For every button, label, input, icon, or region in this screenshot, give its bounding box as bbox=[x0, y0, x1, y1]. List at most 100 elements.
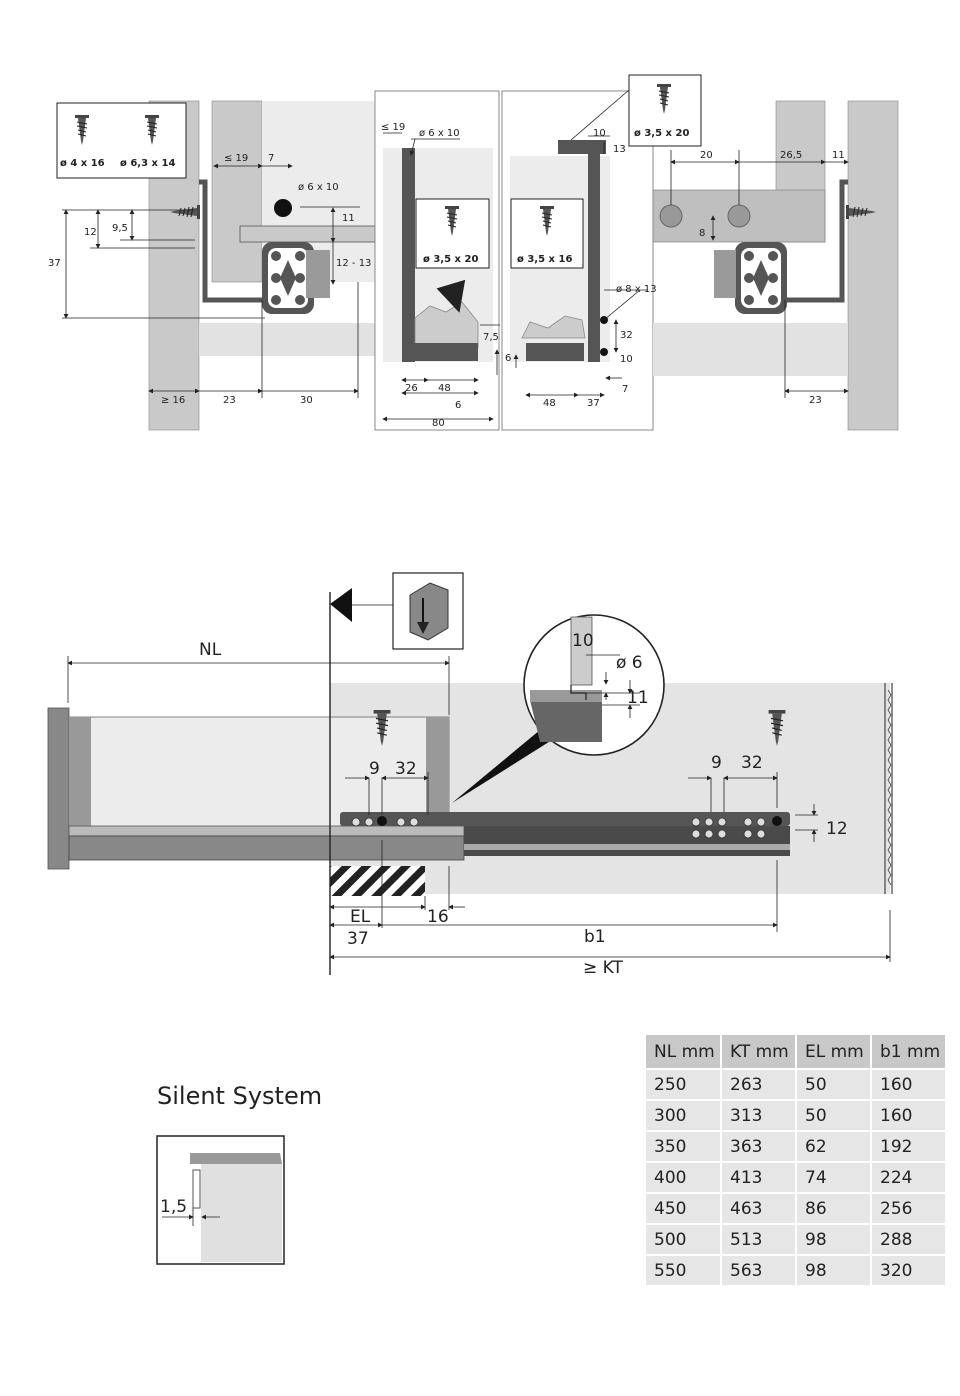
cell: 192 bbox=[871, 1131, 947, 1163]
side-dimensions bbox=[67, 654, 891, 962]
dim-7-left: 7 bbox=[268, 153, 274, 164]
cell: 98 bbox=[796, 1224, 872, 1256]
dim-b1: b1 bbox=[584, 927, 606, 947]
dim-20: 20 bbox=[700, 150, 713, 161]
cell: 300 bbox=[646, 1100, 722, 1132]
dim-80: 80 bbox=[432, 418, 445, 429]
dim-9-5: 9,5 bbox=[112, 223, 128, 234]
dim-le19-left: ≤ 19 bbox=[224, 153, 248, 164]
cell: 363 bbox=[721, 1131, 797, 1163]
dim-nl: NL bbox=[199, 640, 222, 660]
cell: 350 bbox=[646, 1131, 722, 1163]
dim-el: EL bbox=[350, 907, 371, 927]
cell: 450 bbox=[646, 1193, 722, 1225]
top-left-view bbox=[148, 100, 376, 431]
cell: 288 bbox=[871, 1224, 947, 1256]
dim-10-center-right: 10 bbox=[593, 128, 606, 139]
dim-48-center-right: 48 bbox=[543, 398, 556, 409]
col-header-kt: KT mm bbox=[721, 1035, 797, 1070]
cell: 74 bbox=[796, 1162, 872, 1194]
detail-dim-11: 11 bbox=[627, 688, 649, 708]
screw-label-4x16: ø 4 x 16 bbox=[60, 158, 105, 169]
cell: 263 bbox=[721, 1069, 797, 1101]
cell: 160 bbox=[871, 1100, 947, 1132]
dim-6x10-center: ø 6 x 10 bbox=[419, 128, 460, 139]
cell: 500 bbox=[646, 1224, 722, 1256]
cell: 62 bbox=[796, 1131, 872, 1163]
screw-label-center-left: ø 3,5 x 20 bbox=[423, 254, 478, 265]
dim-32-front: 32 bbox=[395, 759, 417, 779]
screw-box-right-leader bbox=[570, 89, 630, 141]
cell: 160 bbox=[871, 1069, 947, 1101]
dim-11-right: 11 bbox=[832, 150, 845, 161]
cell: 50 bbox=[796, 1100, 872, 1132]
detail-dim-10: 10 bbox=[572, 631, 594, 651]
top-right-view bbox=[652, 100, 899, 431]
dim-16-side: 16 bbox=[427, 907, 449, 927]
dim-13: 13 bbox=[613, 144, 626, 155]
dim-9-front: 9 bbox=[369, 759, 380, 779]
dim-9-rear: 9 bbox=[711, 753, 722, 773]
dim-8x13: ø 8 x 13 bbox=[616, 284, 657, 295]
dim-7-center-right: 7 bbox=[622, 384, 628, 395]
dim-ge16: ≥ 16 bbox=[161, 395, 185, 406]
silent-system-detail bbox=[156, 1135, 285, 1265]
dim-12-side: 12 bbox=[826, 819, 848, 839]
dim-48-center-left: 48 bbox=[438, 383, 451, 394]
cell: 400 bbox=[646, 1162, 722, 1194]
col-header-el: EL mm bbox=[796, 1035, 872, 1070]
dim-11-left: 11 bbox=[342, 213, 355, 224]
center-left-dimensions bbox=[382, 132, 500, 422]
dim-6-center-right: 6 bbox=[505, 353, 511, 364]
dim-10b-center-right: 10 bbox=[620, 354, 633, 365]
cell: 550 bbox=[646, 1255, 722, 1287]
cell: 513 bbox=[721, 1224, 797, 1256]
cell: 256 bbox=[871, 1193, 947, 1225]
cell: 86 bbox=[796, 1193, 872, 1225]
screw-label-6-3x14: ø 6,3 x 14 bbox=[120, 158, 175, 169]
dim-30: 30 bbox=[300, 395, 313, 406]
dim-8: 8 bbox=[699, 228, 705, 239]
cell: 313 bbox=[721, 1100, 797, 1132]
dim-37-left: 37 bbox=[48, 258, 61, 269]
dim-37-center-right: 37 bbox=[587, 398, 600, 409]
screw-label-center-right: ø 3,5 x 16 bbox=[517, 254, 572, 265]
dim-26-5: 26,5 bbox=[780, 150, 802, 161]
dim-12-left: 12 bbox=[84, 227, 97, 238]
cell: 413 bbox=[721, 1162, 797, 1194]
table-header-row: NL mm KT mm EL mm b1 mm bbox=[646, 1035, 947, 1070]
detail-dim-6: ø 6 bbox=[616, 653, 643, 673]
cell: 50 bbox=[796, 1069, 872, 1101]
cell: 250 bbox=[646, 1069, 722, 1101]
col-header-b1: b1 mm bbox=[871, 1035, 947, 1070]
center-right-dimensions bbox=[513, 135, 648, 398]
dim-23-right: 23 bbox=[809, 395, 822, 406]
dim-le19-center: ≤ 19 bbox=[381, 122, 405, 133]
dim-12-13: 12 - 13 bbox=[336, 258, 371, 269]
cell: 463 bbox=[721, 1193, 797, 1225]
top-left-dimensions bbox=[62, 163, 360, 398]
dim-26: 26 bbox=[405, 383, 418, 394]
dim-kt: ≥ KT bbox=[583, 958, 623, 978]
top-right-dimensions bbox=[670, 150, 849, 398]
dim-37-side: 37 bbox=[347, 929, 369, 949]
dim-32-center-right: 32 bbox=[620, 330, 633, 341]
dim-6-center-left: 6 bbox=[455, 400, 461, 411]
side-view bbox=[47, 572, 893, 975]
dim-23-left: 23 bbox=[223, 395, 236, 406]
dim-32-rear: 32 bbox=[741, 753, 763, 773]
dim-7-5: 7,5 bbox=[483, 332, 499, 343]
silent-system-title: Silent System bbox=[157, 1082, 323, 1110]
dim-6x10-left: ø 6 x 10 bbox=[298, 182, 339, 193]
cell: 563 bbox=[721, 1255, 797, 1287]
silent-dim-1-5: 1,5 bbox=[160, 1197, 187, 1217]
